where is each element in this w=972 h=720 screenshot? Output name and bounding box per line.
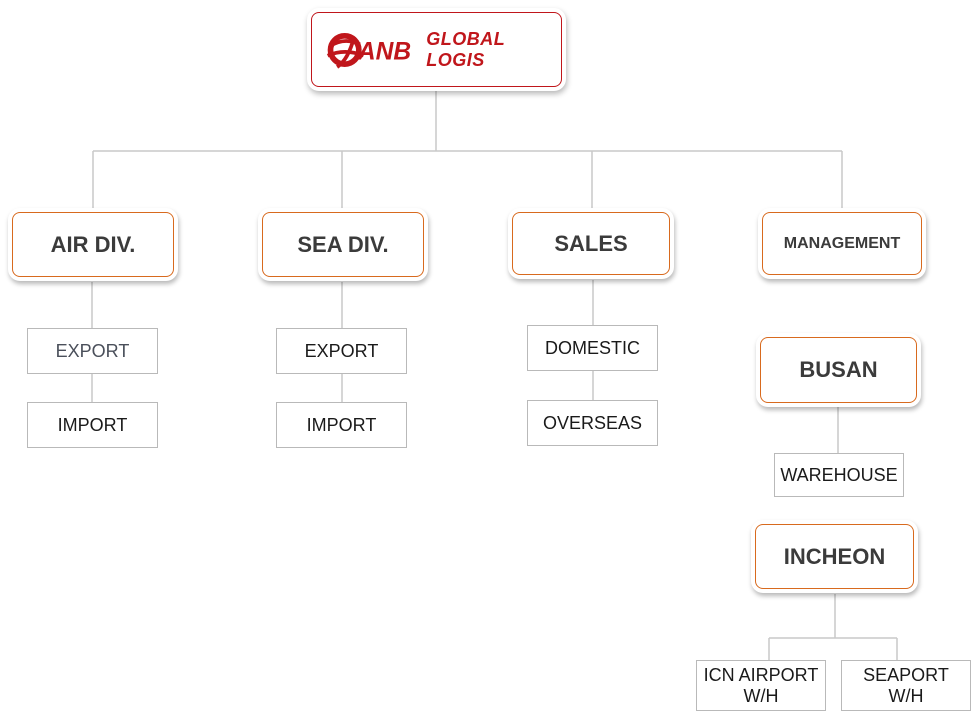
icn-airport-wh-box: ICN AIRPORT W/H xyxy=(696,660,826,711)
globe-logo-icon: ANB xyxy=(326,32,411,69)
sea-export-box: EXPORT xyxy=(276,328,407,374)
company-tagline: GLOBAL LOGIS xyxy=(426,28,505,70)
sales-overseas-box: OVERSEAS xyxy=(527,400,658,446)
seaport-wh-label: SEAPORT W/H xyxy=(863,664,949,706)
air-export-box: EXPORT xyxy=(27,328,158,374)
seaport-wh-box: SEAPORT W/H xyxy=(841,660,971,711)
busan-box: BUSAN xyxy=(760,337,917,403)
incheon-box: INCHEON xyxy=(755,524,914,589)
management-box: MANAGEMENT xyxy=(762,212,922,275)
sea-division-box: SEA DIV. xyxy=(262,212,424,277)
sea-import-box: IMPORT xyxy=(276,402,407,448)
icn-airport-wh-label: ICN AIRPORT W/H xyxy=(703,664,819,706)
sales-division-box: SALES xyxy=(512,212,670,275)
company-logo: ANB GLOBAL LOGIS xyxy=(311,12,562,87)
busan-warehouse-box: WAREHOUSE xyxy=(774,453,904,497)
sales-domestic-box: DOMESTIC xyxy=(527,325,658,371)
air-division-box: AIR DIV. xyxy=(12,212,174,277)
air-import-box: IMPORT xyxy=(27,402,158,448)
logo-mark: ANB xyxy=(357,38,411,65)
